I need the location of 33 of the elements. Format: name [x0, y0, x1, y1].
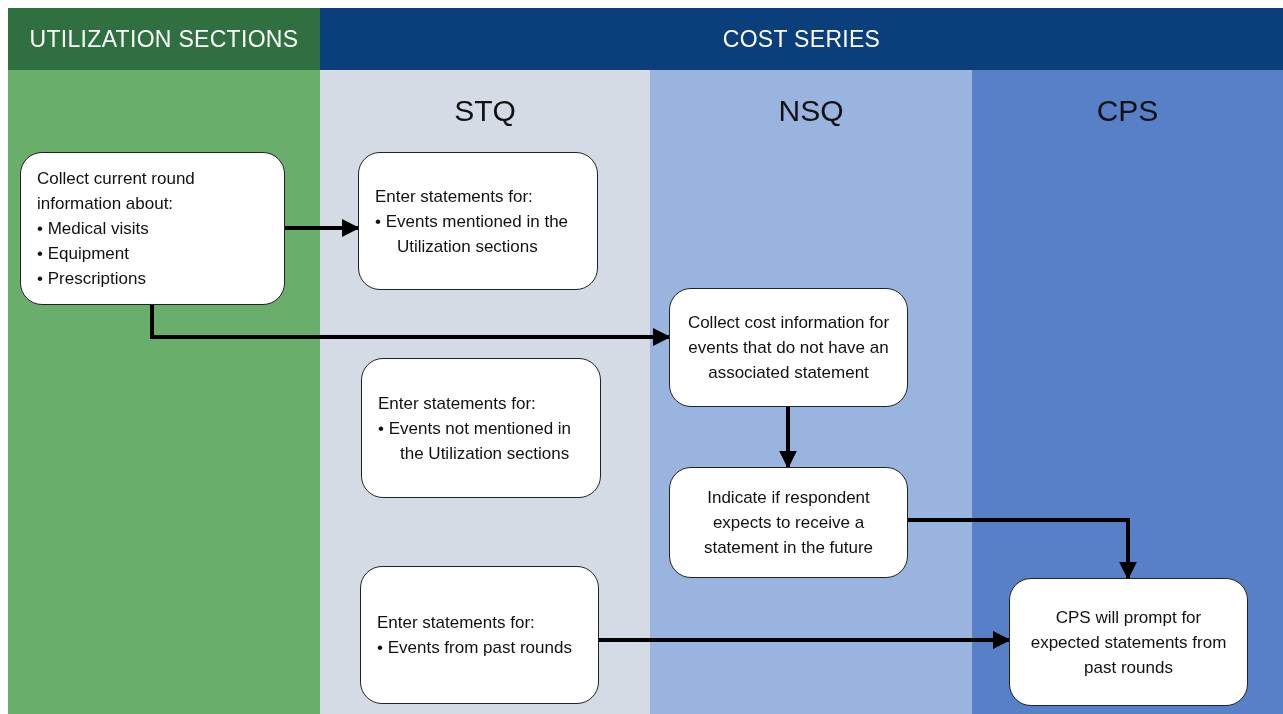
process-box — [669, 467, 908, 578]
process-box — [669, 288, 908, 407]
arrow — [599, 631, 1011, 649]
box-text: Enter statements for: — [375, 185, 534, 208]
box-text: Indicate if respondent expects to receive a statement in the future — [702, 487, 875, 559]
bullet-item: • Events not mentioned in the Utilization sections — [378, 417, 573, 465]
lane-title: CPS — [1096, 94, 1159, 128]
arrow — [285, 219, 360, 237]
lane-column — [972, 70, 1283, 714]
process-box — [1009, 578, 1248, 706]
box-text: CPS will prompt for expected statements from past rounds — [1029, 606, 1228, 679]
bullet-item: • Equipment — [37, 243, 130, 265]
bullet-item: • Events from past rounds — [377, 637, 573, 659]
lane-header: UTILIZATION SECTIONS — [8, 8, 320, 70]
box-text: Collect current round information about: — [37, 168, 196, 215]
arrow — [779, 407, 797, 469]
arrow — [150, 305, 671, 346]
box-text: Enter statements for: — [378, 392, 537, 415]
process-box — [358, 152, 598, 290]
arrow — [908, 518, 1137, 580]
lane-title: STQ — [454, 94, 516, 128]
bullet-item: • Prescriptions — [37, 268, 147, 290]
bullet-item: • Medical visits — [37, 218, 150, 240]
bullet-item: • Events mentioned in the Utilization sections — [375, 210, 570, 258]
lane-column — [650, 70, 972, 714]
swimlane — [8, 8, 320, 714]
lane-column — [320, 70, 650, 714]
process-box — [361, 358, 601, 498]
process-box — [20, 152, 285, 305]
lane-title: NSQ — [778, 94, 844, 128]
box-text: Enter statements for: — [377, 612, 536, 634]
process-box — [360, 566, 599, 704]
box-text: Collect cost information for events that do not have an associated statement — [686, 312, 891, 384]
